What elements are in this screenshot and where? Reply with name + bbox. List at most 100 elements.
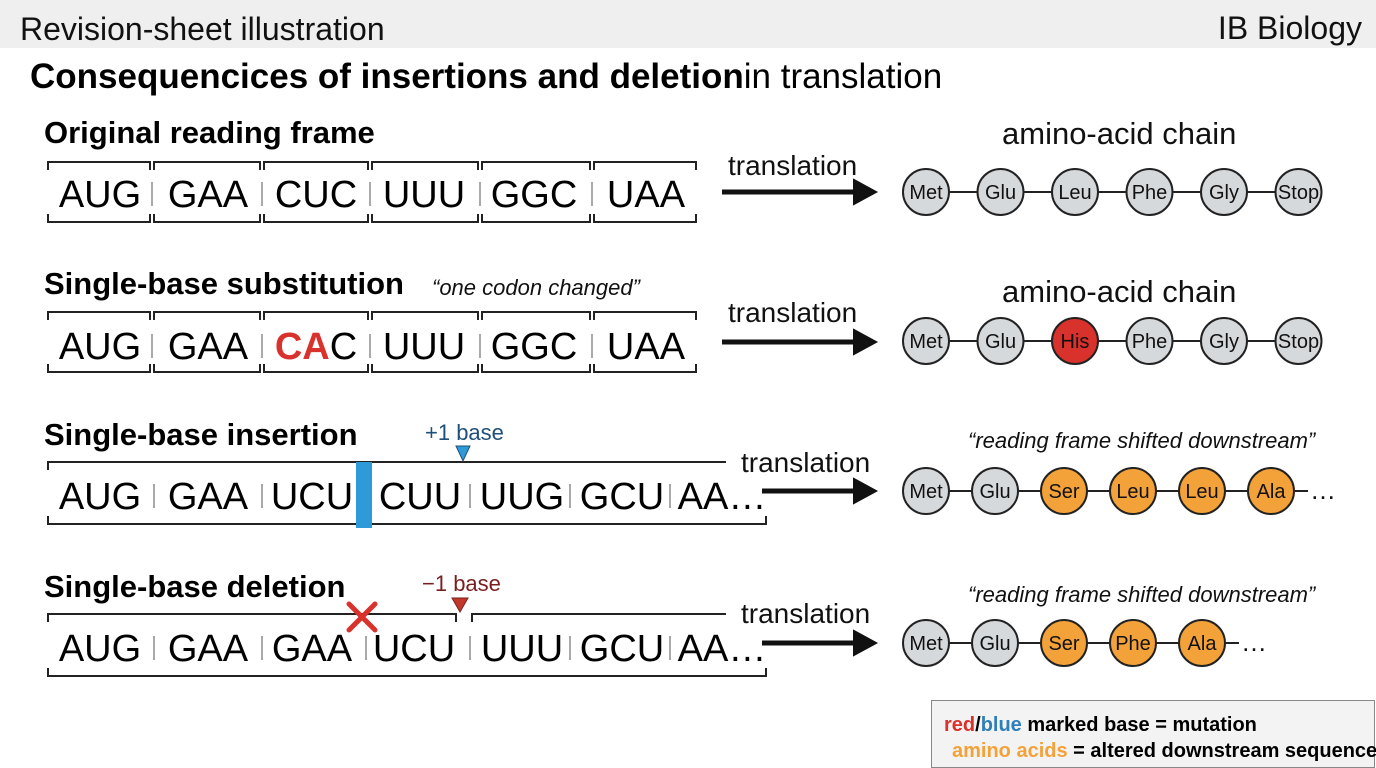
codon-bracket-bottom [481, 364, 591, 373]
section-title-original: Original reading frame [44, 115, 375, 150]
codon: GAA [167, 476, 249, 518]
codon-bracket-top [481, 161, 591, 170]
codon: AUG [58, 476, 142, 518]
amino-acid-bead [1051, 317, 1099, 365]
translation-arrow-head [853, 629, 879, 657]
codon-bracket-top [153, 161, 261, 170]
amino-acid-label: Glu [985, 331, 1016, 353]
amino-acid-label: Ala [1188, 633, 1218, 655]
codon-bracket-top [371, 311, 479, 320]
codon-bracket-bottom [593, 214, 697, 223]
codon-bracket-bottom [47, 214, 151, 223]
codon-bracket-bottom [263, 214, 369, 223]
codon: GGC [490, 174, 578, 216]
codon-bracket-bottom [593, 364, 697, 373]
codon: AA… [677, 476, 767, 518]
codon: AA… [677, 628, 767, 670]
frame-bracket-top [471, 613, 726, 622]
codon-bracket-bottom [47, 364, 151, 373]
chain-ellipsis: … [1241, 627, 1267, 657]
arrow-label-insertion: translation [741, 447, 871, 478]
amino-acid-bead [1274, 168, 1323, 216]
amino-acid-label: Met [909, 481, 943, 503]
amino-acid-bead [971, 467, 1019, 515]
amino-acid-bead [902, 467, 950, 515]
amino-acid-label: Gly [1209, 331, 1239, 353]
legend-line-altered: amino acids = altered downstream sequenc… [952, 740, 1376, 762]
codon-bracket-top [263, 161, 369, 170]
amino-acid-bead [1200, 317, 1248, 365]
mutated-codon: CAC [274, 326, 358, 368]
substitution-note: “one codon changed” [432, 275, 640, 300]
amino-acid-bead [1125, 317, 1174, 365]
section-title-substitution: Single-base substitution [44, 266, 404, 301]
codon-bracket-top [153, 311, 261, 320]
amino-acid-label: Leu [1058, 182, 1091, 204]
chain-label-original: amino-acid chain [1002, 116, 1237, 151]
amino-acid-bead [1178, 619, 1226, 667]
chain-label-substitution: amino-acid chain [1002, 274, 1237, 309]
deletion-marker-label: −1 base [422, 571, 501, 596]
codon-bracket-top [593, 311, 697, 320]
codon: AUG [58, 174, 142, 216]
chain-label-deletion: “reading frame shifted downstream” [968, 582, 1316, 607]
frame-bracket-bottom [372, 516, 767, 525]
codon: CUU [378, 476, 462, 518]
arrow-label-substitution: translation [728, 297, 858, 328]
amino-acid-label: Leu [1116, 481, 1149, 503]
inserted-base-marker [356, 462, 372, 528]
codon: UUU [382, 326, 466, 368]
codon: GAA [271, 628, 353, 670]
amino-acid-bead [976, 168, 1025, 216]
codon: GCU [579, 628, 665, 670]
mutated-base: CA [274, 326, 330, 368]
amino-acid-label: Met [909, 633, 943, 655]
codon-bracket-top [371, 161, 479, 170]
codon-bracket-bottom [263, 364, 369, 373]
codon: UCU [372, 628, 456, 670]
chain-ellipsis: … [1310, 475, 1336, 505]
amino-acid-bead [1040, 619, 1088, 667]
amino-acid-label: Met [909, 331, 943, 353]
amino-acid-label: Phe [1132, 331, 1168, 353]
codon: GAA [167, 628, 249, 670]
codon-bracket-top [47, 161, 151, 170]
amino-acid-label: Gly [1209, 182, 1239, 204]
page-title-rest: in translation [743, 57, 943, 96]
legend-box: red/blue marked base = mutation amino ac… [931, 700, 1376, 768]
amino-acid-bead [1247, 467, 1295, 515]
frame-bracket-top [47, 461, 726, 470]
codon-bracket-bottom [153, 214, 261, 223]
page-title-bold: Consequencices of insertions and deletio… [30, 57, 744, 96]
deletion-pointer-icon [451, 597, 469, 614]
frame-bracket-bottom [47, 516, 360, 525]
codon-bracket-bottom [371, 364, 479, 373]
codon: CUC [274, 174, 358, 216]
insertion-pointer-icon [455, 445, 471, 463]
amino-acid-label: Met [909, 182, 943, 204]
codon-bracket-top [263, 311, 369, 320]
arrow-label-deletion: translation [741, 598, 871, 629]
subject-label: IB Biology [1217, 10, 1362, 46]
amino-acid-bead [1200, 168, 1248, 216]
codon-bracket-top [47, 311, 151, 320]
codon: GCU [579, 476, 665, 518]
sheet-label: Revision-sheet illustration [20, 11, 385, 47]
amino-acid-label: Stop [1278, 331, 1319, 353]
amino-acid-label: Glu [979, 633, 1010, 655]
codon-bracket-bottom [481, 214, 591, 223]
amino-acid-bead [1040, 467, 1088, 515]
codon: UAA [606, 326, 686, 368]
codon: GGC [490, 326, 578, 368]
codon: GAA [167, 326, 249, 368]
codon: UUG [479, 476, 565, 518]
codon-bracket-top [593, 161, 697, 170]
codon: UCU [270, 476, 354, 518]
legend-line-mutation: red/blue marked base = mutation [944, 714, 1257, 736]
codon-bracket-top [481, 311, 591, 320]
amino-acid-bead [976, 317, 1025, 365]
section-title-deletion: Single-base deletion [44, 569, 346, 604]
amino-acid-label: Phe [1132, 182, 1168, 204]
amino-acid-bead [971, 619, 1019, 667]
